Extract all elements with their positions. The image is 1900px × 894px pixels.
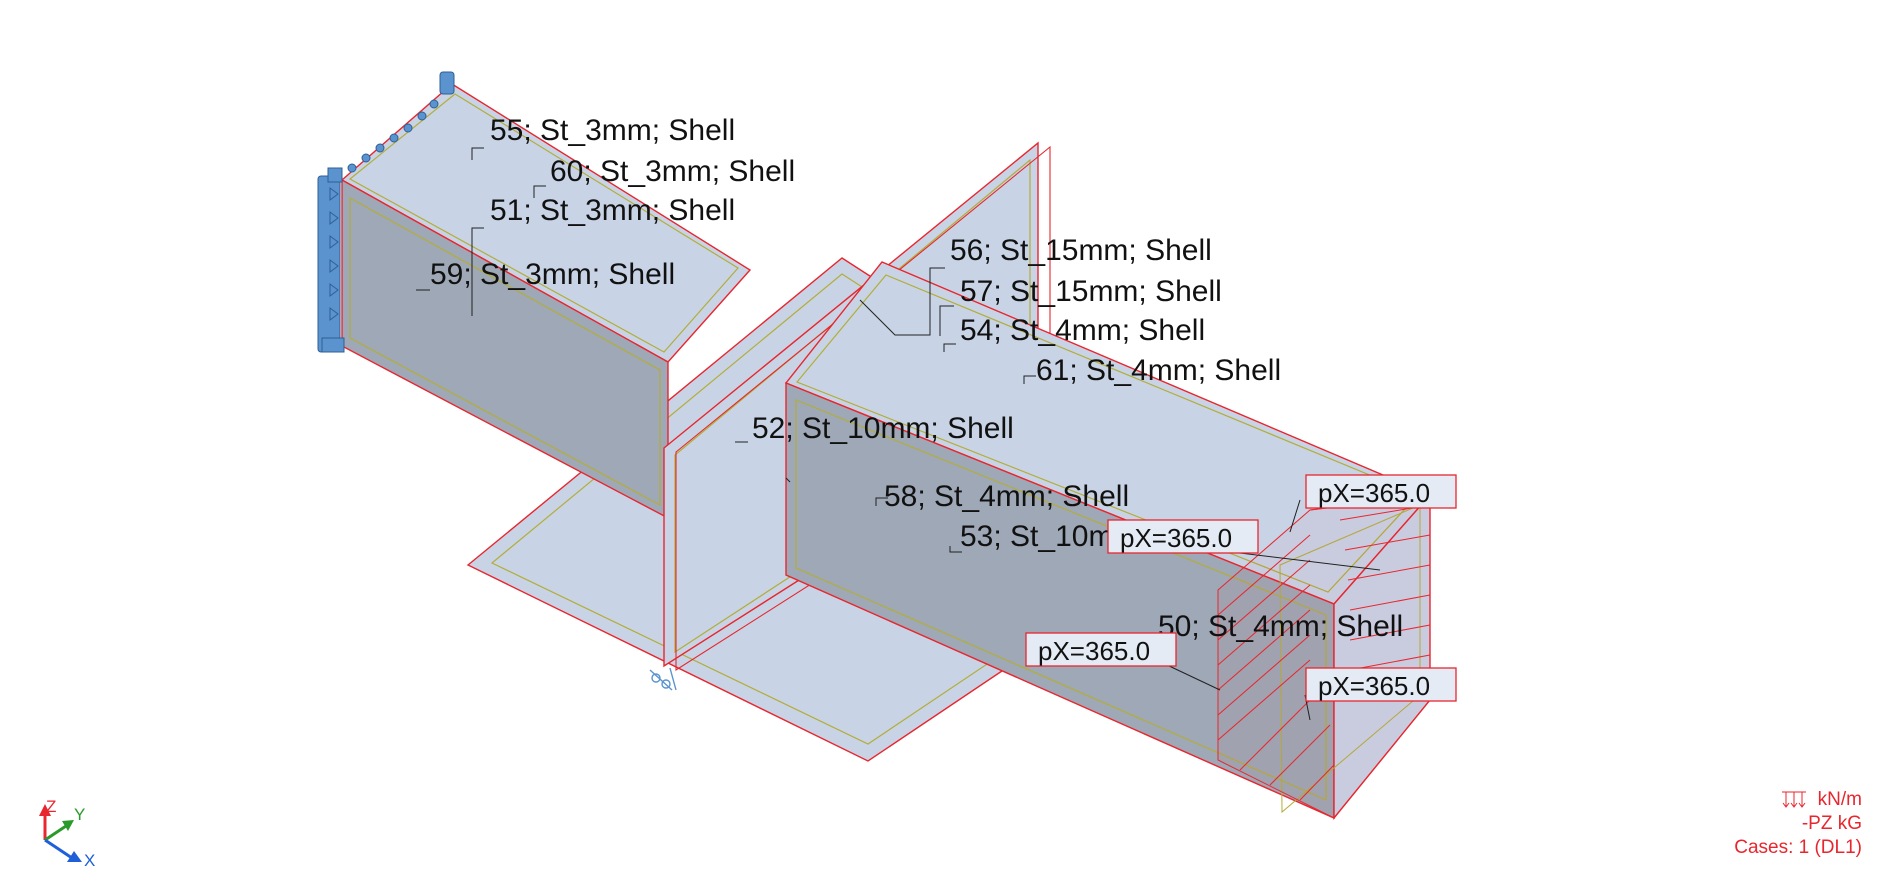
panel-label-56: 56; St_15mm; Shell xyxy=(950,234,1212,267)
axis-label-z: Z xyxy=(46,797,56,816)
legend-cases: Cases: 1 (DL1) xyxy=(1734,837,1862,858)
load-legend: kN/m -PZ kG Cases: 1 (DL1) xyxy=(1734,788,1862,860)
panel-label-58: 58; St_4mm; Shell xyxy=(884,480,1129,513)
panel-label-52: 52; St_10mm; Shell xyxy=(752,412,1014,445)
load-label-top: pX=365.0 xyxy=(1318,478,1430,508)
panel-label-61: 61; St_4mm; Shell xyxy=(1036,354,1281,387)
axis-triad: Z Y X xyxy=(39,797,95,870)
load-label-bottom: pX=365.0 xyxy=(1318,671,1430,701)
legend-unit: kN/m xyxy=(1817,789,1862,810)
axis-label-y: Y xyxy=(74,805,85,824)
distributed-load-icon xyxy=(1782,791,1806,808)
legend-direction: -PZ kG xyxy=(1801,813,1862,834)
panel-label-59: 59; St_3mm; Shell xyxy=(430,258,675,291)
panel-label-57: 57; St_15mm; Shell xyxy=(960,275,1222,308)
axis-label-x: X xyxy=(84,851,95,870)
left-box-beam[interactable] xyxy=(340,83,752,520)
load-label-middle: pX=365.0 xyxy=(1120,523,1232,553)
panel-label-55: 55; St_3mm; Shell xyxy=(490,114,735,147)
fixed-support[interactable] xyxy=(317,71,455,353)
panel-label-51: 51; St_3mm; Shell xyxy=(490,194,735,227)
panel-label-60: 60; St_3mm; Shell xyxy=(550,155,795,188)
hinge-support-marks xyxy=(649,667,677,691)
panel-label-50: 50; St_4mm; Shell xyxy=(1158,610,1403,643)
panel-label-54: 54; St_4mm; Shell xyxy=(960,314,1205,347)
load-labels: pX=365.0 pX=365.0 pX=365.0 pX=365.0 xyxy=(1025,474,1457,702)
load-label-left: pX=365.0 xyxy=(1038,636,1150,666)
